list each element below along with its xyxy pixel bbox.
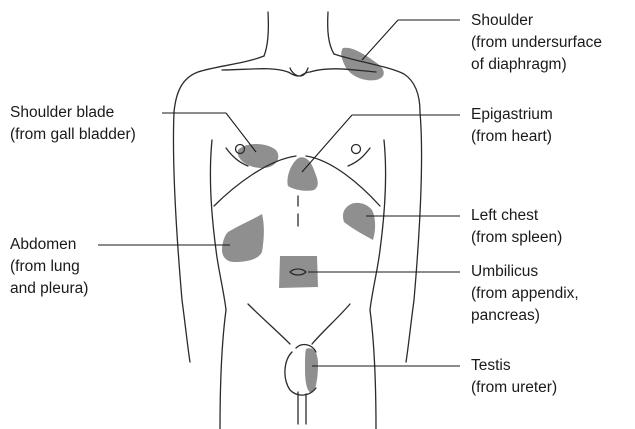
- label-shoulder-blade: Shoulder blade (from gall bladder): [10, 102, 136, 146]
- pain-area-abdomen: [222, 214, 264, 262]
- label-shoulder-line3: of diaphragm): [471, 54, 602, 76]
- pain-area-epigastrium: [287, 157, 317, 191]
- label-abdomen: Abdomen (from lung and pleura): [10, 234, 88, 300]
- leader-lines: [98, 20, 460, 366]
- label-epigastrium: Epigastrium (from heart): [471, 104, 553, 148]
- label-left-chest-title: Left chest: [471, 205, 562, 227]
- pain-area-left-chest: [343, 203, 375, 240]
- label-shoulder-line2: (from undersurface: [471, 32, 602, 54]
- label-testis-title: Testis: [471, 355, 557, 377]
- label-testis-line2: (from ureter): [471, 377, 557, 399]
- pain-areas: [222, 48, 384, 393]
- pain-area-shoulder: [341, 48, 384, 81]
- leader-shoulder-blade-diag: [226, 113, 256, 152]
- label-left-chest: Left chest (from spleen): [471, 205, 562, 249]
- label-shoulder-title: Shoulder: [471, 10, 602, 32]
- label-umbilicus-line3: pancreas): [471, 305, 579, 327]
- label-shoulder-blade-line2: (from gall bladder): [10, 124, 136, 146]
- pain-area-testis: [305, 348, 318, 393]
- label-shoulder: Shoulder (from undersurface of diaphragm…: [471, 10, 602, 76]
- label-abdomen-title: Abdomen: [10, 234, 88, 256]
- label-shoulder-blade-title: Shoulder blade: [10, 102, 136, 124]
- label-left-chest-line2: (from spleen): [471, 227, 562, 249]
- label-umbilicus-line2: (from appendix,: [471, 283, 579, 305]
- label-umbilicus: Umbilicus (from appendix, pancreas): [471, 261, 579, 327]
- label-testis: Testis (from ureter): [471, 355, 557, 399]
- label-epigastrium-line2: (from heart): [471, 126, 553, 148]
- label-abdomen-line2: (from lung: [10, 256, 88, 278]
- label-abdomen-line3: and pleura): [10, 278, 88, 300]
- leader-shoulder-diag: [362, 20, 398, 60]
- label-umbilicus-title: Umbilicus: [471, 261, 579, 283]
- label-epigastrium-title: Epigastrium: [471, 104, 553, 126]
